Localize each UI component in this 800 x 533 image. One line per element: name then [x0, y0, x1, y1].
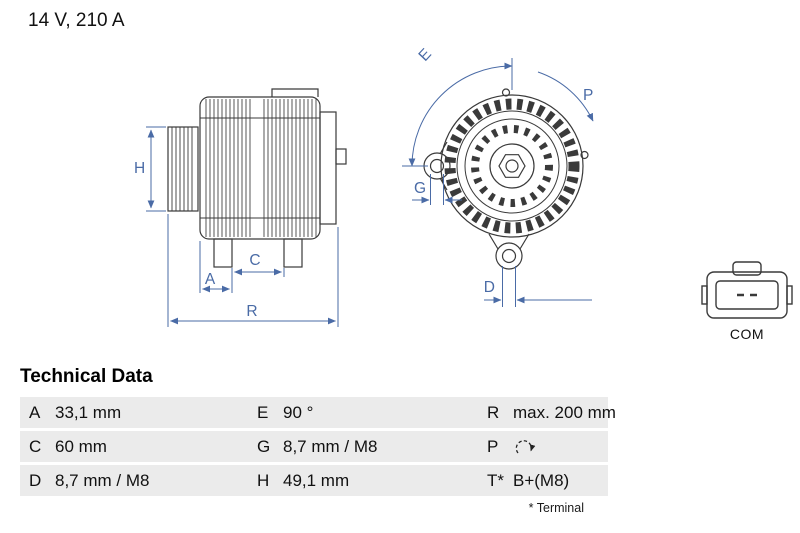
row-label: A — [29, 402, 41, 422]
row-value: 49,1 mm — [283, 470, 350, 490]
rear-end-cap — [319, 111, 337, 225]
table-cell-A: A 33,1 mm — [20, 397, 248, 428]
housing-top-hump — [271, 88, 319, 97]
row-label: E — [257, 402, 269, 422]
rotation-cw-icon — [515, 439, 536, 453]
dim-label-C: C — [249, 252, 260, 269]
row-label: R — [487, 402, 500, 422]
terminal-stub — [335, 148, 347, 165]
row-label: D — [29, 470, 42, 490]
dim-label-R: R — [246, 303, 257, 320]
dim-label-D: D — [484, 279, 495, 296]
dim-label-H: H — [134, 160, 145, 177]
dim-G — [412, 174, 462, 205]
com-connector-icon — [701, 261, 793, 319]
table-cell-G: G 8,7 mm / M8 — [248, 431, 478, 462]
shaft-hex-nut — [498, 154, 526, 178]
technical-drawing: H A C R — [134, 46, 793, 342]
row-value: 33,1 mm — [55, 402, 122, 422]
table-title: Technical Data — [20, 366, 153, 387]
alternator-front-view — [423, 88, 589, 270]
housing-bolt-right — [580, 150, 589, 160]
row-value: 90 ° — [283, 402, 314, 422]
dim-label-G: G — [414, 180, 426, 197]
voltage-amperage-rating: 14 V, 210 A — [28, 10, 125, 31]
dim-A-C — [199, 241, 285, 293]
side-view-dimensions — [146, 126, 339, 327]
table-cell-C: C 60 mm — [20, 431, 248, 462]
dim-R — [167, 214, 339, 327]
connector-side-latch-left — [701, 285, 708, 305]
connector-label: COM — [730, 326, 764, 342]
table-row: A 33,1 mm E 90 ° R max. 200 mm — [20, 397, 616, 428]
row-label: G — [257, 436, 271, 456]
row-value: 8,7 mm / M8 — [283, 436, 378, 456]
row-label: P — [487, 436, 499, 456]
mounting-foot-right — [283, 238, 303, 268]
front-view-dimensions — [402, 58, 594, 307]
pulley — [167, 126, 199, 212]
connector-socket — [715, 280, 779, 310]
connector-side-latch-right — [786, 285, 793, 305]
mounting-foot-left — [213, 238, 233, 268]
row-value: max. 200 mm — [513, 402, 616, 422]
vent-slot-ring-outer — [444, 98, 580, 234]
row-value: 8,7 mm / M8 — [55, 470, 150, 490]
dim-label-P: P — [583, 87, 593, 104]
mounting-lug-bottom — [488, 233, 530, 270]
dim-label-A: A — [205, 271, 216, 288]
table-cell-R: R max. 200 mm — [478, 397, 616, 428]
connector-top-tab — [732, 261, 762, 276]
table-cell-T: T* B+(M8) — [478, 465, 608, 496]
cooling-fins-rear — [263, 99, 317, 237]
table-cell-D: D 8,7 mm / M8 — [20, 465, 248, 496]
technical-data-table: Technical Data A 33,1 mm E 90 ° R max. 2… — [20, 366, 616, 515]
dim-H — [146, 126, 166, 212]
table-cell-P: P — [478, 431, 608, 462]
row-label: H — [257, 470, 270, 490]
dim-P-rotation — [537, 71, 594, 122]
vent-slot-ring-inner — [471, 125, 553, 207]
table-row: C 60 mm G 8,7 mm / M8 P — [20, 431, 608, 462]
row-label: T* — [487, 470, 504, 490]
outer-housing-circle — [440, 94, 584, 238]
alternator-side-view — [167, 88, 347, 268]
row-value: 60 mm — [55, 436, 107, 456]
cooling-fins-front — [205, 99, 251, 237]
table-row: D 8,7 mm / M8 H 49,1 mm T* B+(M8) — [20, 465, 608, 496]
dim-label-E: E — [415, 46, 434, 65]
dim-D — [484, 266, 592, 307]
dim-E-angle — [402, 58, 513, 167]
table-cell-H: H 49,1 mm — [248, 465, 478, 496]
pulley-ribs — [171, 127, 193, 211]
row-value — [513, 437, 537, 457]
row-label: C — [29, 436, 42, 456]
terminal-footnote: * Terminal — [528, 501, 584, 515]
table-cell-E: E 90 ° — [248, 397, 478, 428]
connector-body — [706, 271, 788, 319]
row-value: B+(M8) — [513, 470, 570, 490]
